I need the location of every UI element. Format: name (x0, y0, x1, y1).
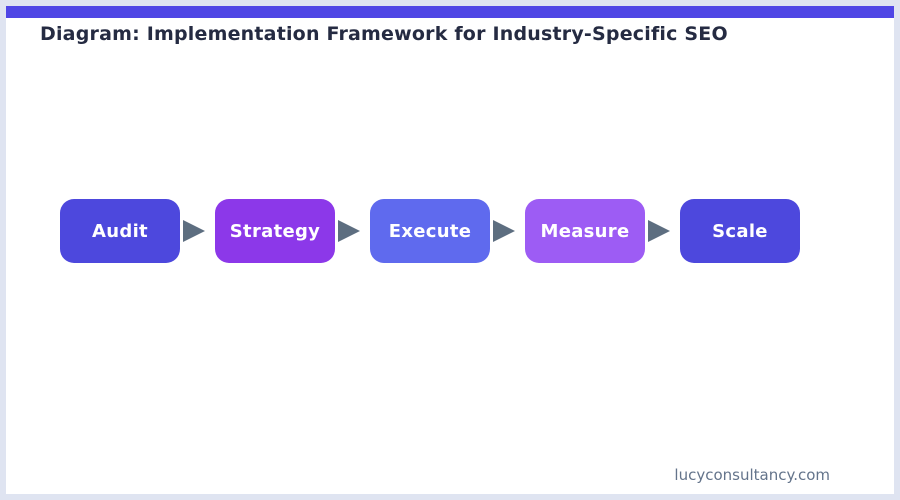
flow-row: Audit Strategy Execute Measure Scale (60, 198, 800, 264)
flow-step-audit: Audit (60, 199, 180, 263)
footer-domain-text: lucyconsultancy.com (674, 466, 830, 484)
flow-arrow-icon (338, 220, 360, 242)
flow-step-execute: Execute (370, 199, 490, 263)
flow-arrow-icon (648, 220, 670, 242)
flow-step-measure: Measure (525, 199, 645, 263)
top-accent-bar (6, 6, 894, 18)
flow-arrow-icon (183, 220, 205, 242)
page-title: Diagram: Implementation Framework for In… (40, 23, 728, 45)
flow-step-strategy: Strategy (215, 199, 335, 263)
flow-step-scale: Scale (680, 199, 800, 263)
flow-arrow-icon (493, 220, 515, 242)
